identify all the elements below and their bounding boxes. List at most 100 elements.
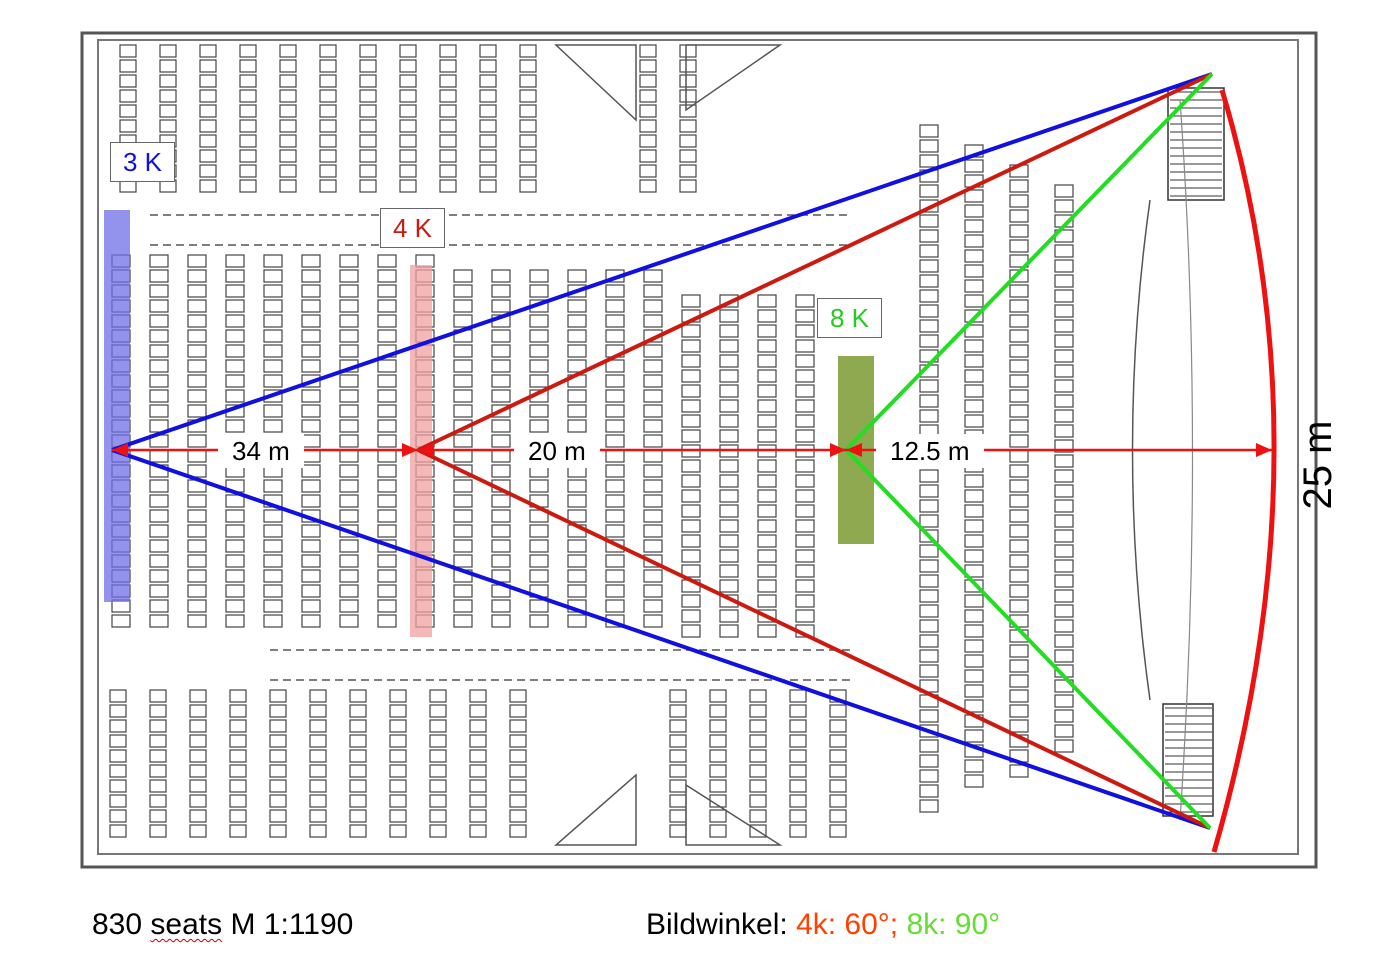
seat-middle	[187, 374, 207, 388]
seat-middle	[377, 524, 397, 538]
arrow-8k-right	[846, 443, 862, 457]
seat-bottom	[229, 734, 247, 748]
seat-middle	[377, 494, 397, 508]
seat-middle	[263, 269, 283, 283]
seat-middle	[491, 419, 511, 433]
seat-top	[399, 89, 417, 103]
seat-middle	[453, 434, 473, 448]
seat-middle	[757, 624, 777, 638]
screen-width-label: 25 m	[1296, 421, 1340, 510]
seat-bottom	[509, 809, 527, 823]
seat-middle	[795, 369, 815, 383]
seat-middle	[377, 434, 397, 448]
seat-top	[479, 119, 497, 133]
seat-right	[1054, 529, 1074, 543]
seat-bottom	[429, 824, 447, 838]
seat-bottom	[709, 734, 727, 748]
seat-middle	[187, 404, 207, 418]
seat-bottom	[749, 764, 767, 778]
seat-top	[119, 74, 137, 88]
seat-bottom	[109, 824, 127, 838]
seat-right	[1009, 284, 1029, 298]
seat-bottom	[709, 719, 727, 733]
seat-middle	[377, 404, 397, 418]
seat-bottom	[229, 824, 247, 838]
seat-bottom	[229, 809, 247, 823]
seat-right	[919, 274, 939, 288]
seat-middle	[453, 554, 473, 568]
seat-bottom	[429, 764, 447, 778]
screen-width-text: 25 m	[1296, 421, 1340, 510]
seat-middle	[529, 599, 549, 613]
seat-bottom	[309, 749, 327, 763]
seat-top	[239, 59, 257, 73]
seat-middle	[719, 564, 739, 578]
seat-right	[919, 739, 939, 753]
seat-bottom	[269, 764, 287, 778]
seat-right	[919, 514, 939, 528]
seat-middle	[377, 284, 397, 298]
seat-right	[1054, 424, 1074, 438]
seat-middle	[719, 339, 739, 353]
seat-right	[1009, 464, 1029, 478]
seat-middle	[263, 614, 283, 628]
seat-middle	[643, 284, 663, 298]
seat-top	[319, 89, 337, 103]
seat-middle	[719, 549, 739, 563]
seat-middle	[681, 399, 701, 413]
seat-middle	[605, 479, 625, 493]
seat-middle	[567, 509, 587, 523]
seat-right	[1009, 224, 1029, 238]
caption-viewing-angle: Bildwinkel: 4k: 60°; 8k: 90°	[646, 908, 1000, 942]
seat-right	[1054, 604, 1074, 618]
arrow-screen	[1256, 443, 1272, 457]
seat-right	[919, 544, 939, 558]
seat-right	[1054, 469, 1074, 483]
ray-3k-bottom	[111, 448, 1211, 830]
seat-middle	[605, 374, 625, 388]
seat-middle	[339, 494, 359, 508]
seat-right	[1009, 479, 1029, 493]
seat-middle	[719, 399, 739, 413]
seat-right	[1054, 589, 1074, 603]
seat-bottom	[749, 749, 767, 763]
seat-count: 830	[92, 908, 143, 941]
seat-middle	[453, 539, 473, 553]
seat-middle	[377, 479, 397, 493]
seat-top	[279, 179, 297, 193]
seat-middle	[491, 449, 511, 463]
seat-top	[199, 44, 217, 58]
seat-right	[964, 354, 984, 368]
seat-bottom	[429, 704, 447, 718]
seat-middle	[719, 309, 739, 323]
seat-top	[119, 44, 137, 58]
seat-right	[1009, 389, 1029, 403]
seat-middle	[187, 554, 207, 568]
seat-right	[1009, 239, 1029, 253]
seat-middle	[453, 599, 473, 613]
seat-middle	[567, 569, 587, 583]
seat-middle	[643, 614, 663, 628]
seat-bottom	[309, 689, 327, 703]
seat-middle	[339, 509, 359, 523]
seat-middle	[339, 389, 359, 403]
seat-right	[964, 729, 984, 743]
seat-middle	[757, 594, 777, 608]
distance-34m: 34 m	[218, 434, 304, 468]
seat-bottom	[789, 689, 807, 703]
seat-middle	[795, 354, 815, 368]
seat-bottom	[469, 824, 487, 838]
seat-middle	[263, 479, 283, 493]
seat-right	[964, 249, 984, 263]
seat-right	[1009, 524, 1029, 538]
seat-bottom	[109, 749, 127, 763]
seat-middle	[225, 329, 245, 343]
label-8k-text: 8 K	[830, 303, 870, 333]
seat-bottom	[709, 824, 727, 838]
caption-seats-scale: 830 seats M 1:1190	[92, 908, 353, 942]
seat-right	[1054, 484, 1074, 498]
seat-right	[964, 684, 984, 698]
viewing-rays	[111, 72, 1277, 853]
seat-top	[639, 134, 657, 148]
seat-bottom	[109, 689, 127, 703]
